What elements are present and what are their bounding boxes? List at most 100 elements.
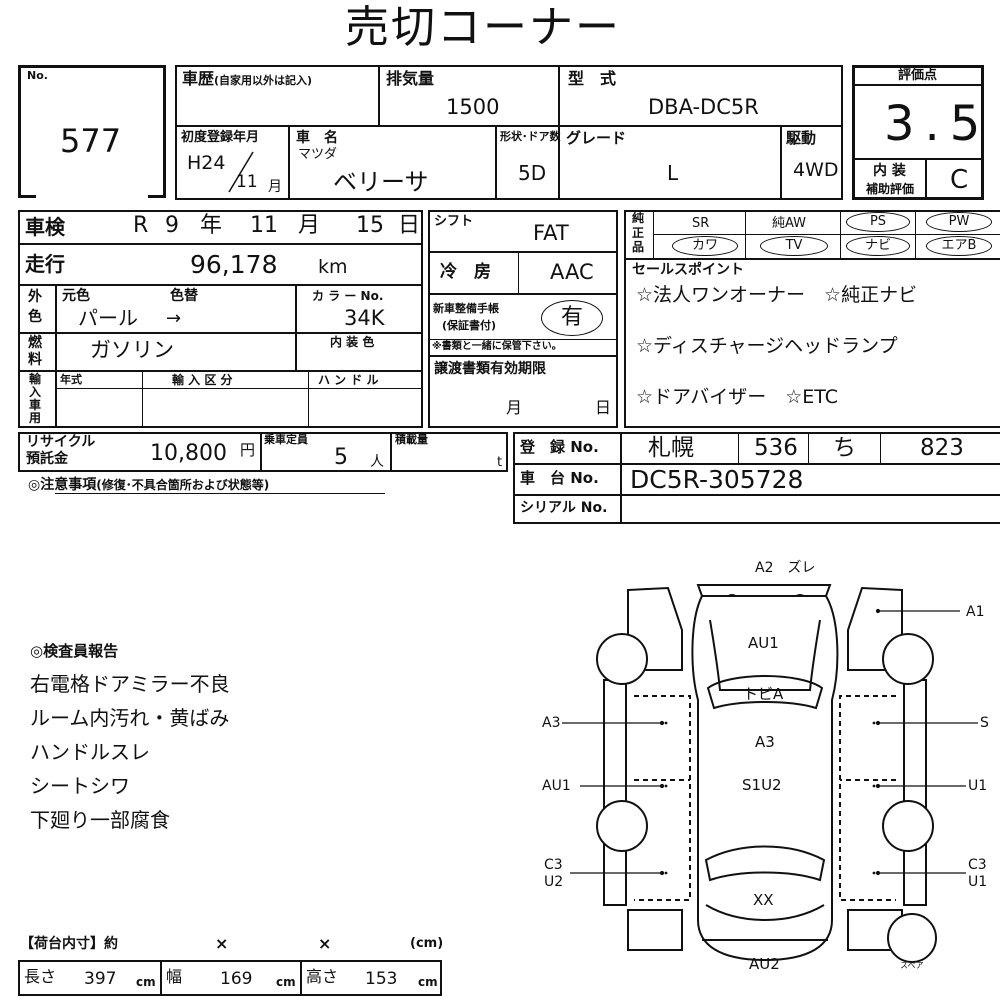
first-reg-month-unit: 月 [268,179,282,195]
body-value: 5D [518,161,547,185]
maintenance-sub-label: (保証書付) [442,319,497,332]
genuine-pw: PW [926,212,992,232]
drive-label: 駆動 [786,129,817,147]
model-type-label: 型 式 [568,69,617,88]
diagram-tobi: トビA [743,685,784,703]
diagram-right-c3: C3 [968,857,987,873]
cargo-height-unit: cm [418,975,438,989]
caution-label: ◎注意事項(修復･不具合箇所および状態等) [28,477,270,493]
genuine-label-3: 品 [632,240,645,254]
chassis-value: DC5R-305728 [630,465,804,494]
score-label: 評価点 [898,68,938,83]
registration-kana: ち [833,435,856,461]
cargo-x2: × [318,934,332,953]
recycle-block [18,432,508,472]
mileage-value: 96,178 [190,250,278,279]
no-value: 577 [60,122,122,160]
first-reg-slash [228,151,254,193]
registration-num2: 823 [920,435,964,461]
recycle-unit: 円 [240,441,256,459]
no-label: No. [27,69,48,82]
inspection-block [18,210,423,428]
score-value: 3.5 [884,96,991,152]
inspector-item-2: ルーム内汚れ・黄ばみ [30,706,230,730]
import-label-2: 入 [29,385,42,399]
first-reg-era: H24 [187,152,226,174]
cargo-length: 397 [84,969,117,989]
right-block [624,210,1000,428]
color-arrow: → [166,308,182,329]
import-label-3: 車 [29,398,42,412]
recycle-label-2: 預託金 [26,451,68,467]
genuine-tv: TV [760,236,828,256]
diagram-right-u1: U1 [968,778,988,794]
diagram-a3-center: A3 [755,733,775,751]
capacity-label: 乗車定員 [264,433,308,446]
diagram-left-au1: AU1 [542,778,571,794]
orig-color-label: 元色 [62,288,90,304]
import-label-1: 輸 [29,372,42,386]
diagram-xx: XX [753,891,774,909]
car-name-label: 車 名 [296,130,338,146]
diagram-left-u2: U2 [544,874,564,890]
inspection-year-unit: 年 [200,213,223,238]
diagram-left-a3: A3 [542,715,561,731]
sales-point-3: ☆ドアバイザー ☆ETC [636,386,839,408]
color-label-1: 外 [28,289,42,305]
middle-block [428,210,618,428]
model-type-value: DBA-DC5R [648,95,759,119]
diagram-right-a1: A1 [966,604,985,620]
sales-point-1: ☆法人ワンオーナー ☆純正ナビ [636,284,918,306]
import-class-label: 輸 入 区 分 [172,373,233,387]
load-unit: t [497,455,503,470]
score-box [852,65,984,200]
color-label-2: 色 [28,309,42,325]
sales-points-label: セールスポイント [632,262,744,278]
fuel-label-1: 燃 [28,335,42,351]
grade-value: L [667,161,679,185]
transfer-month: 月 [506,398,523,417]
diagram-right-s: S [980,715,989,731]
shift-label: シフト [434,214,474,229]
cargo-width: 169 [220,969,253,989]
inspection-era: R [133,213,149,238]
car-name-value: ベリーサ [333,168,429,196]
registration-place: 札幌 [648,435,694,461]
registration-num1: 536 [754,435,798,461]
inspection-label: 車検 [25,215,65,239]
mileage-label: 走行 [25,252,65,276]
cargo-height-label: 高さ [306,967,339,986]
cargo-unit: (cm) [410,936,444,951]
color-code-label: カ ラ ー No. [312,289,384,303]
car-diagram [562,584,978,963]
color-change-label: 色替 [170,288,198,304]
chassis-label: 車 台 No. [520,469,599,487]
genuine-airbag: エアB [926,236,992,256]
cargo-width-unit: cm [276,975,296,989]
shift-value: FAT [533,221,569,245]
sales-point-2: ☆ディスチャージヘッドランプ [636,335,898,357]
car-maker: マツダ [298,147,338,162]
recycle-value: 10,800 [150,441,227,466]
page-title: 売切コーナー [345,2,621,53]
diagram-spare: スペア [900,961,924,970]
inspection-month-unit: 月 [298,213,321,238]
inspector-item-3: ハンドルスレ [30,740,150,764]
history-label: 車歴(自家用以外は記入) [182,69,313,88]
diagram-left-c3: C3 [544,857,563,873]
displacement-value: 1500 [446,95,500,119]
interior-label: 内 装 [873,163,906,179]
inspection-month: 11 [250,213,278,238]
transfer-docs-label: 譲渡書類有効期限 [434,361,546,377]
interior-color-label: 内 装 色 [330,335,375,349]
maintenance-label: 新車整備手帳 [433,302,499,315]
diagram-right-u1b: U1 [968,874,988,890]
maintenance-note: ※書類と一緒に保管下さい。 [432,341,562,352]
genuine-sr: SR [692,216,710,231]
interior-sub-label: 補助評価 [866,182,915,196]
genuine-navi: ナビ [846,236,910,256]
genuine-ps: PS [846,212,910,232]
cargo-x1: × [215,934,229,953]
inspector-item-5: 下廻り一部腐食 [30,808,170,832]
import-handle-label: ハ ン ド ル [318,373,379,387]
